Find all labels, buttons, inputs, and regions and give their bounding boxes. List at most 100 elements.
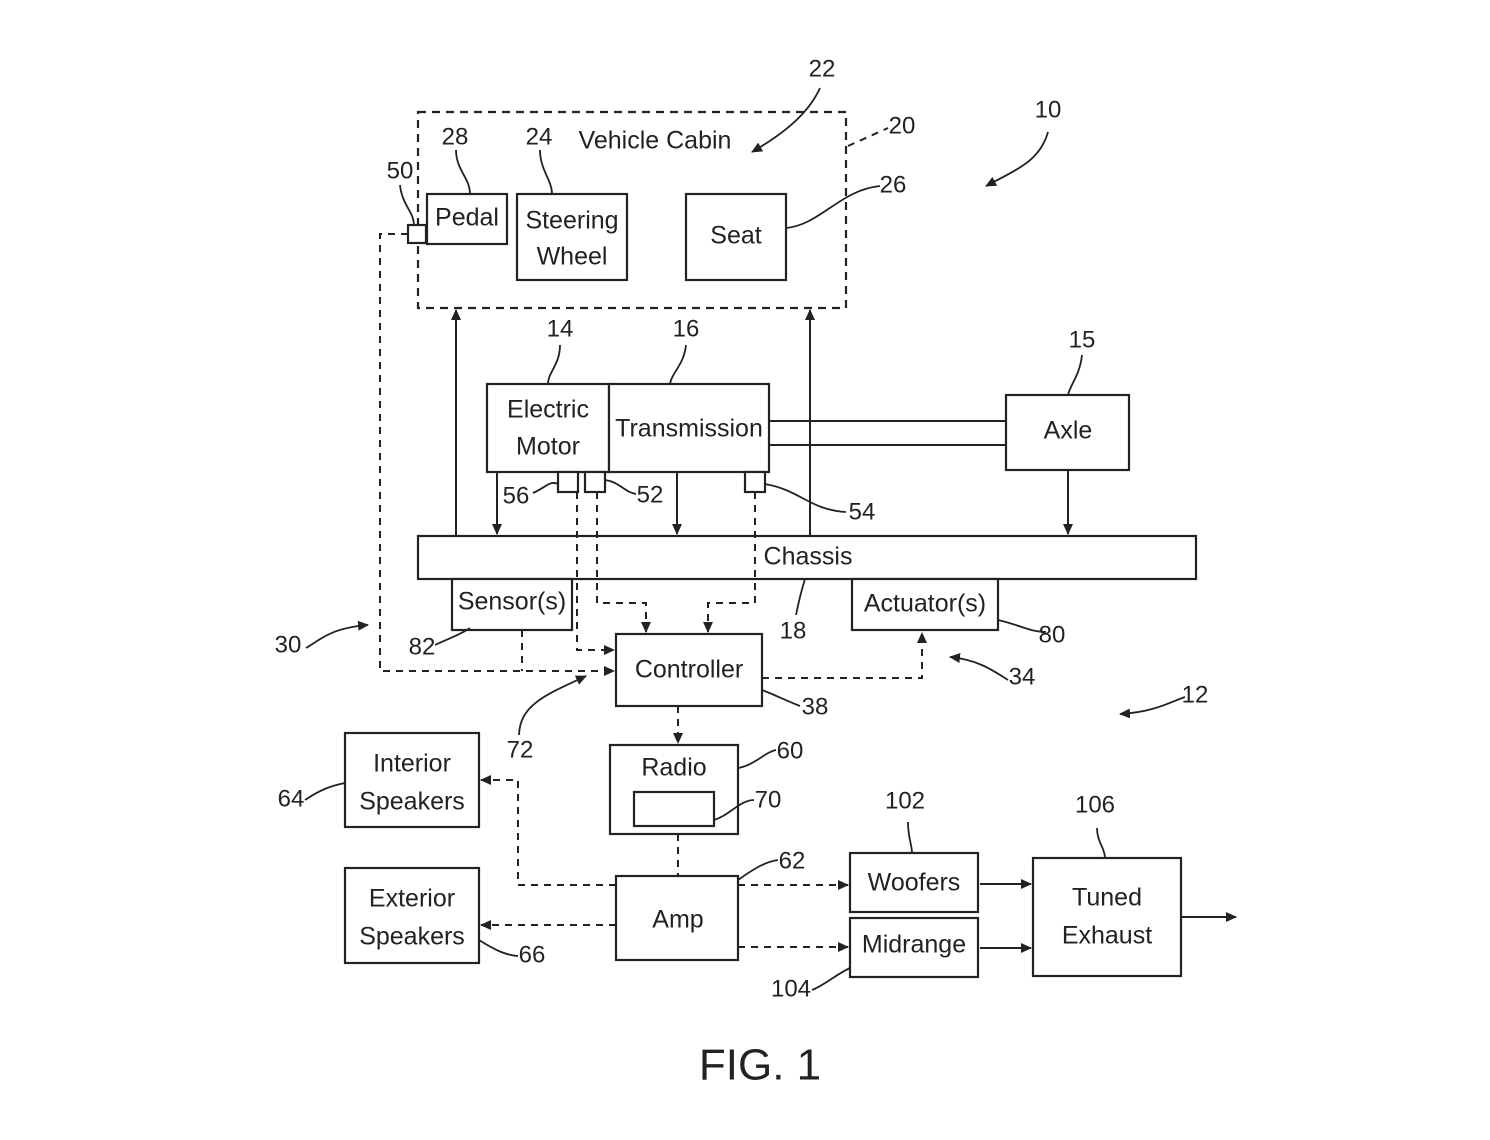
radio-display-70 [632, 790, 716, 828]
leader-22 [751, 87, 821, 153]
ref-102: 102 [885, 787, 925, 814]
ref-28: 28 [442, 123, 469, 150]
leader-82 [434, 627, 471, 646]
electric-motor-label-2: Motor [516, 433, 580, 461]
amp-label: Amp [652, 906, 703, 934]
midrange-block [848, 916, 980, 979]
leader-14 [547, 344, 561, 385]
seat-block [684, 192, 788, 282]
ref-104: 104 [771, 975, 811, 1002]
leader-50 [399, 184, 415, 226]
tuned-exhaust-label-2: Exhaust [1062, 922, 1152, 950]
ref-16: 16 [673, 315, 700, 342]
ref-64: 64 [278, 785, 305, 812]
ref-80: 80 [1039, 621, 1066, 648]
woofers-label: Woofers [868, 869, 961, 897]
leader-52 [604, 479, 637, 495]
pedal-block [425, 192, 509, 246]
ref-18: 18 [780, 617, 807, 644]
ref-56: 56 [503, 482, 530, 509]
leader-72 [518, 675, 587, 736]
ref-26: 26 [880, 171, 907, 198]
leader-38 [761, 689, 801, 707]
pedal-sensor-to-controller [379, 233, 615, 676]
ref-30: 30 [275, 631, 302, 658]
controller-to-actuators [762, 632, 927, 679]
leader-56 [532, 482, 559, 494]
ref-106: 106 [1075, 791, 1115, 818]
sensor-50-block [406, 223, 428, 245]
sensors-label: Sensor(s) [458, 588, 566, 616]
transmission-label: Transmission [615, 415, 763, 443]
tuned-exhaust-block [1031, 856, 1183, 978]
ref-12: 12 [1182, 681, 1209, 708]
controller-block [614, 632, 764, 708]
ref-62: 62 [779, 847, 806, 874]
sensor-56-block [556, 470, 580, 494]
ref-24: 24 [526, 123, 553, 150]
leader-64 [304, 782, 346, 801]
tuned-exhaust-label-1: Tuned [1072, 884, 1142, 912]
ref-60: 60 [777, 737, 804, 764]
ref-72: 72 [507, 736, 534, 763]
ref-10: 10 [1035, 96, 1062, 123]
chassis-label: Chassis [764, 543, 853, 571]
ref-22: 22 [809, 55, 836, 82]
vehicle-cabin-boundary [416, 110, 848, 310]
exterior-speakers-block [343, 866, 481, 965]
leader-34 [949, 653, 1009, 681]
leader-26 [785, 185, 881, 229]
figure-label: FIG. 1 [699, 1041, 821, 1090]
steering-wheel-label-1: Steering [525, 207, 618, 235]
ref-15: 15 [1069, 326, 1096, 353]
leader-28 [455, 149, 471, 195]
leader-106 [1096, 827, 1106, 859]
pedal-label: Pedal [435, 204, 499, 232]
sensors-block [450, 577, 574, 632]
steering-wheel-block [515, 192, 629, 282]
leader-12 [1119, 696, 1186, 719]
ref-14: 14 [547, 315, 574, 342]
sensor56-to-controller [576, 492, 615, 655]
leader-60 [737, 749, 777, 769]
leader-66 [478, 939, 519, 957]
woofers-block [848, 851, 980, 914]
ref-20: 20 [889, 112, 916, 139]
leader-102 [907, 821, 913, 854]
chassis-block [416, 534, 1198, 581]
seat-label: Seat [710, 222, 761, 250]
ref-50: 50 [387, 157, 414, 184]
radio-label: Radio [641, 754, 706, 782]
amp-to-interior-speakers [480, 775, 616, 886]
leader-30 [305, 620, 369, 649]
vehicle-cabin-label: Vehicle Cabin [579, 127, 732, 155]
leader-104 [811, 967, 851, 991]
sensor-52-block [583, 470, 607, 494]
exterior-speakers-label-2: Speakers [359, 923, 465, 951]
midrange-label: Midrange [862, 931, 966, 959]
ref-54: 54 [849, 498, 876, 525]
leader-18 [795, 578, 806, 616]
interior-speakers-label-2: Speakers [359, 788, 465, 816]
steering-wheel-label-2: Wheel [537, 243, 608, 271]
leader-62 [737, 859, 779, 881]
sensor-54-block [743, 470, 767, 494]
ref-70: 70 [755, 786, 782, 813]
ref-38: 38 [802, 693, 829, 720]
leader-16 [669, 344, 687, 385]
axle-label: Axle [1044, 417, 1093, 445]
ref-34: 34 [1009, 663, 1036, 690]
leader-10 [985, 131, 1049, 187]
actuators-block [850, 577, 1000, 632]
exterior-speakers-label-1: Exterior [369, 885, 455, 913]
ref-52: 52 [637, 481, 664, 508]
ref-82: 82 [409, 633, 436, 660]
sensor52-to-controller [596, 492, 651, 633]
sensor54-to-controller [703, 492, 756, 633]
actuators-label: Actuator(s) [864, 590, 986, 618]
leader-70 [713, 799, 755, 821]
leader-80 [997, 619, 1047, 633]
leader-20 [847, 127, 889, 147]
transmission-block [607, 382, 771, 474]
